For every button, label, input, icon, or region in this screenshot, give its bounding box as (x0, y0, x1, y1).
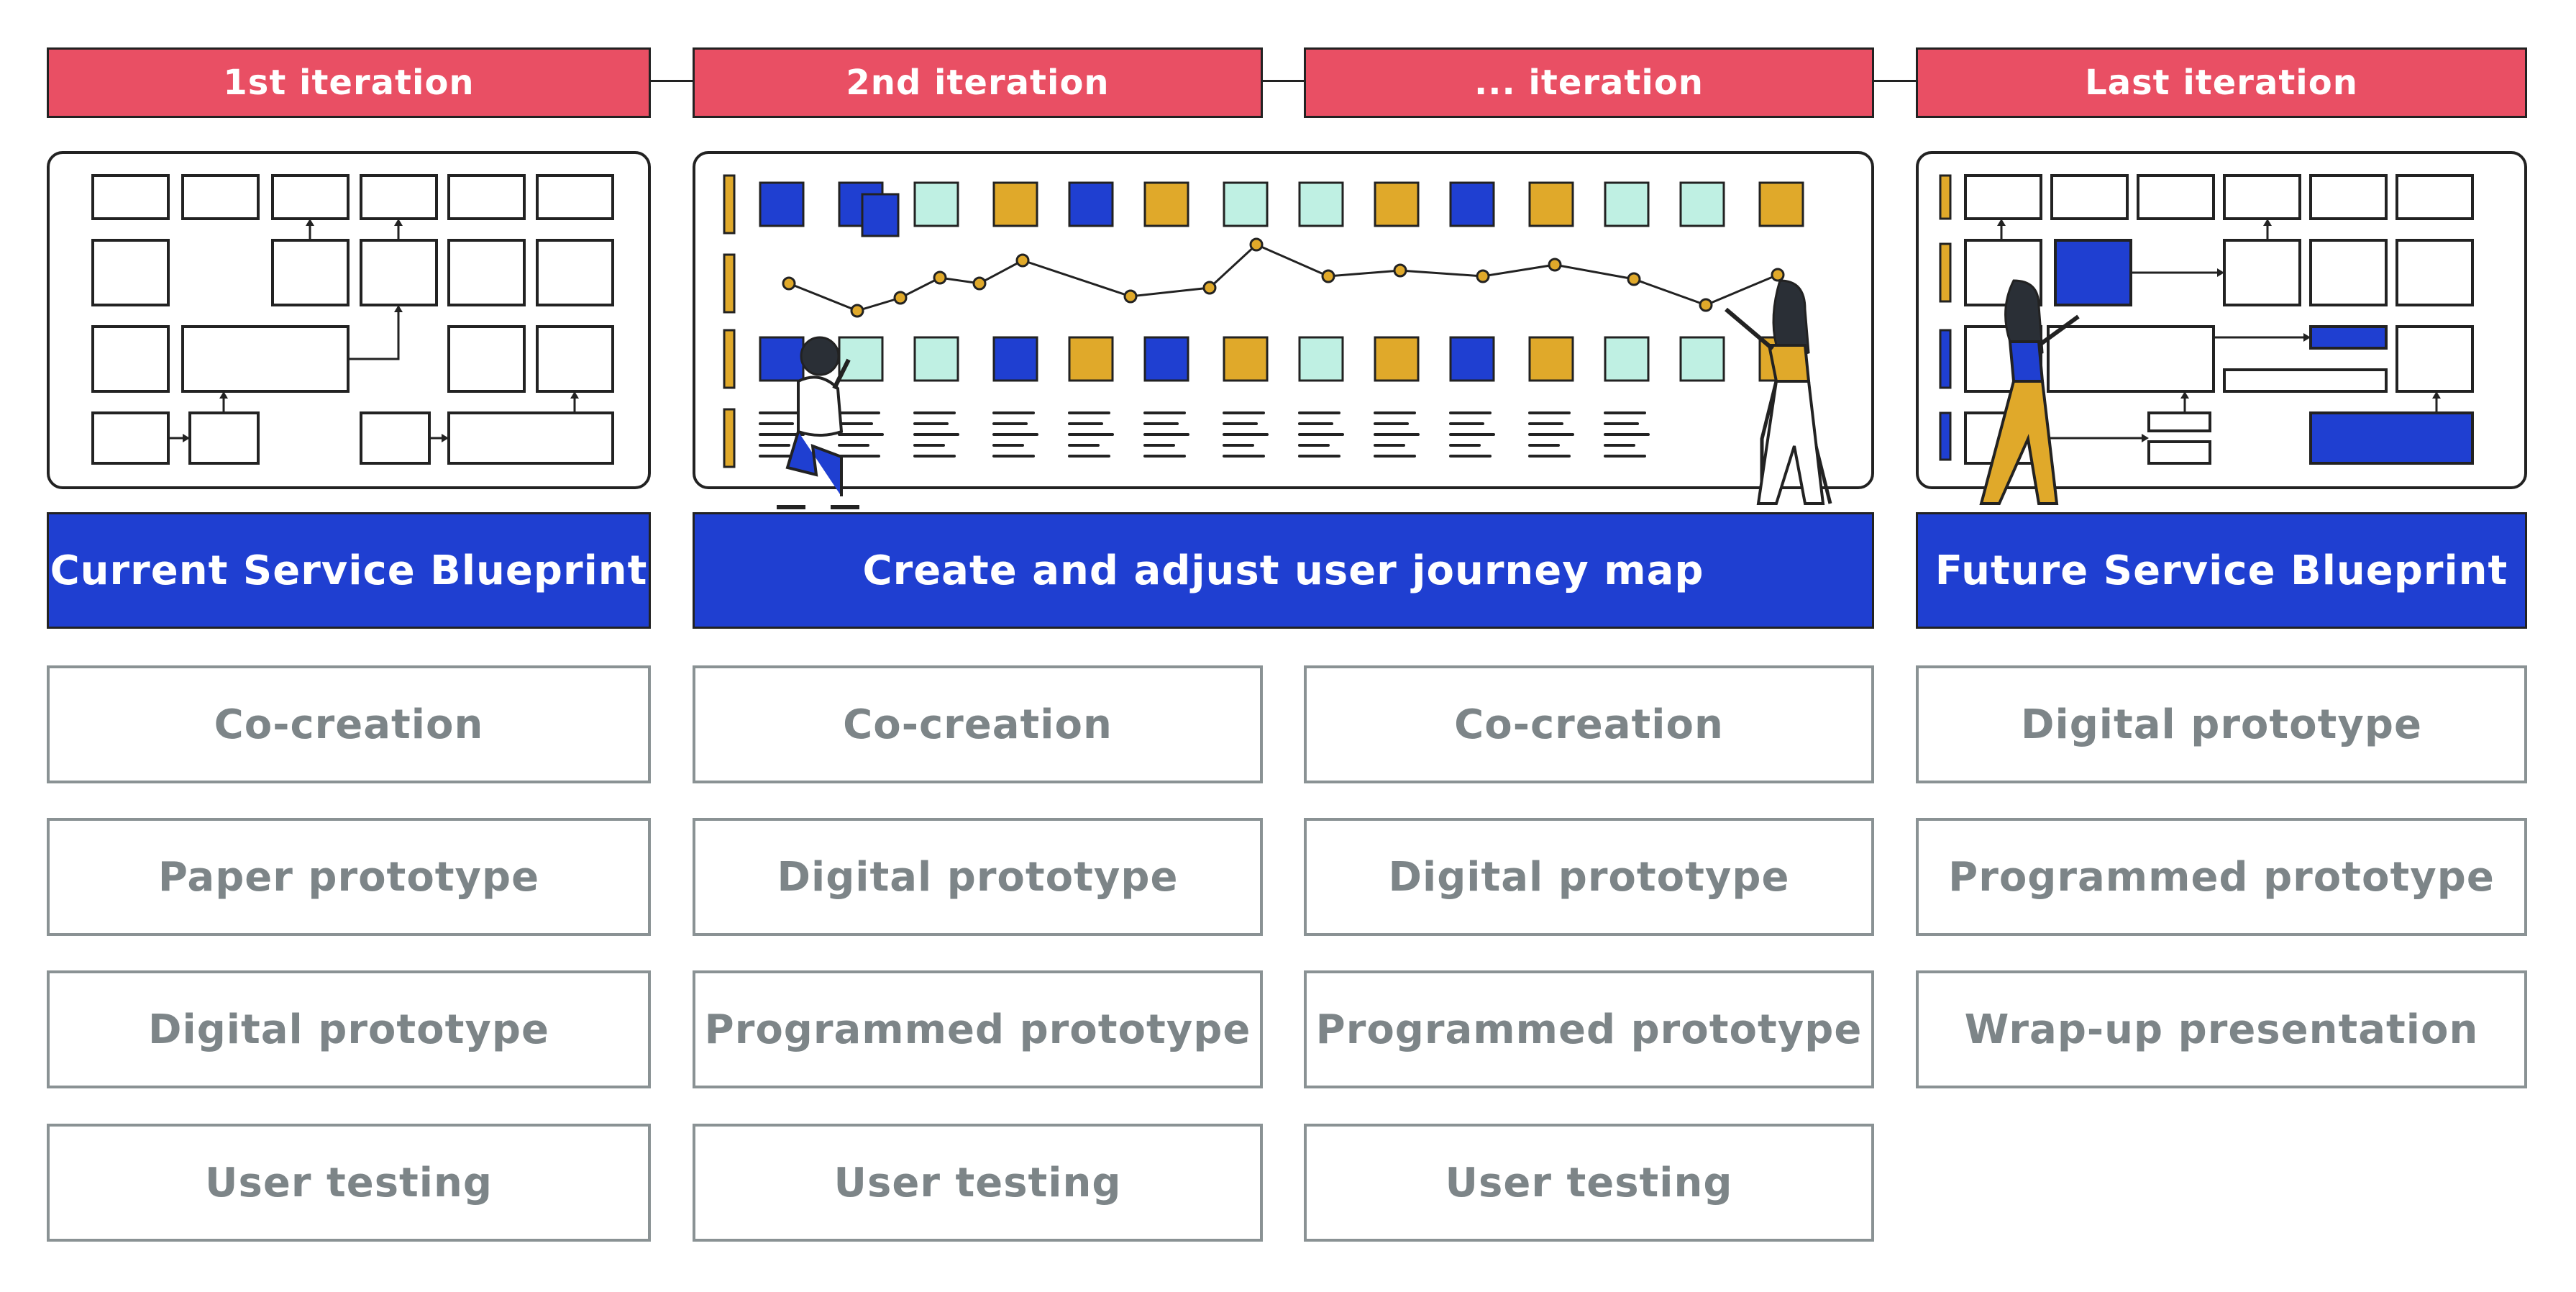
phase-user-journey-map: Create and adjust user journey map (693, 512, 1874, 629)
iteration-connector (1262, 80, 1305, 82)
activity-box: Co-creation (1304, 665, 1874, 783)
activity-box: Co-creation (693, 665, 1263, 783)
journey-map-illustration (693, 151, 1874, 489)
blueprint-grid-icon (1939, 174, 2474, 465)
blueprint-grid-icon (91, 174, 614, 465)
activity-box: Programmed prototype (1304, 970, 1874, 1088)
phase-future-service-blueprint: Future Service Blueprint (1916, 512, 2527, 629)
activity-box: Digital prototype (1304, 818, 1874, 936)
activity-box: Digital prototype (693, 818, 1263, 936)
activity-box: Paper prototype (47, 818, 651, 936)
person-holding-box-icon (1970, 273, 2086, 518)
person-crouching-icon (769, 331, 870, 518)
phase-current-service-blueprint: Current Service Blueprint (47, 512, 651, 629)
journey-map-icon (723, 174, 1804, 468)
activity-box: Digital prototype (1916, 665, 2527, 783)
activity-box: User testing (693, 1124, 1263, 1242)
activity-box: User testing (1304, 1124, 1874, 1242)
person-standing-icon (1719, 273, 1841, 518)
iteration-header-3: ... iteration (1304, 47, 1874, 118)
iteration-header-last: Last iteration (1916, 47, 2527, 118)
activity-box: Wrap-up presentation (1916, 970, 2527, 1088)
activity-box: Programmed prototype (1916, 818, 2527, 936)
activity-box: User testing (47, 1124, 651, 1242)
iteration-connector (1873, 80, 1917, 82)
iteration-header-1: 1st iteration (47, 47, 651, 118)
activity-box: Co-creation (47, 665, 651, 783)
activity-box: Programmed prototype (693, 970, 1263, 1088)
activity-box: Digital prototype (47, 970, 651, 1088)
iteration-connector (651, 80, 694, 82)
iteration-header-2: 2nd iteration (693, 47, 1263, 118)
current-blueprint-illustration (47, 151, 651, 489)
